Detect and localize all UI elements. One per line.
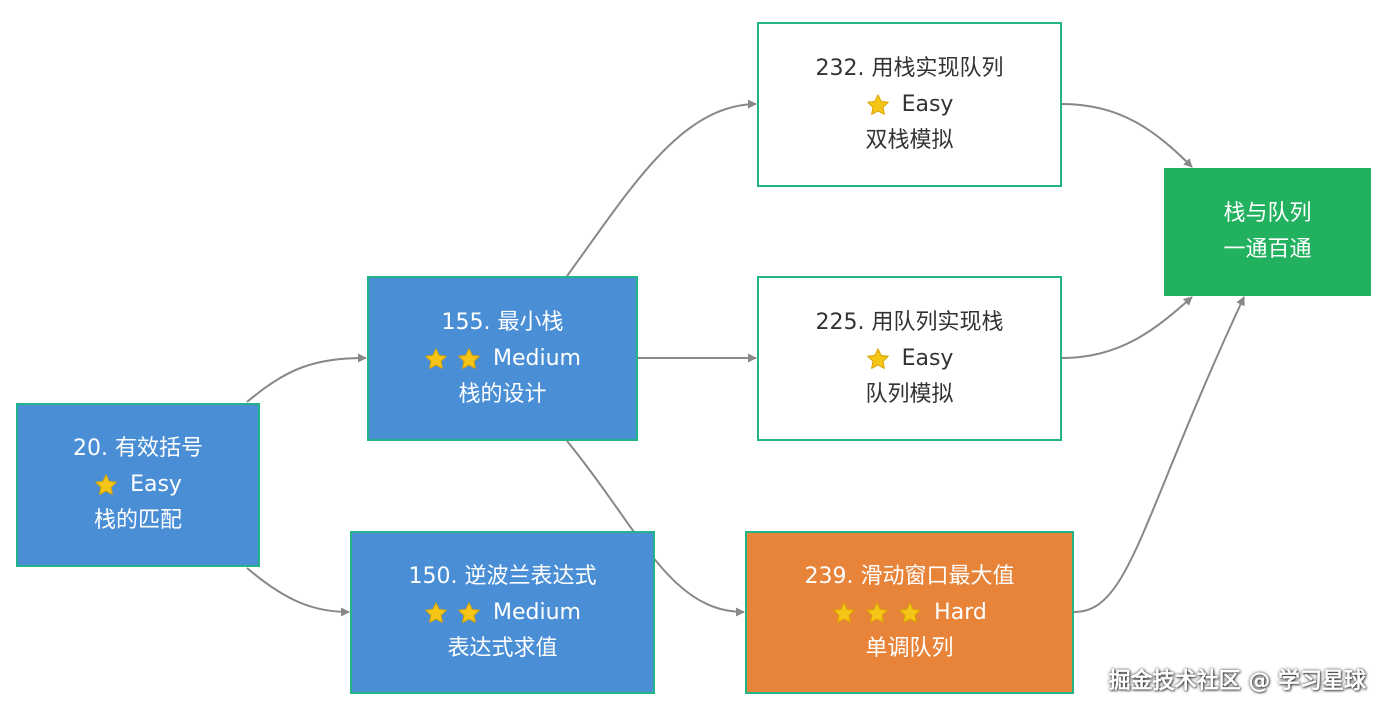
- edge-155-to-232: [566, 99, 757, 277]
- star-icon: [899, 601, 921, 623]
- star-icon: [95, 474, 117, 495]
- edge-225-to-goal: [1061, 296, 1193, 359]
- difficulty-row: Medium: [424, 595, 581, 631]
- edge-232-to-goal: [1061, 103, 1193, 168]
- difficulty-label: Medium: [493, 599, 581, 625]
- node-232-queue-via-stacks[interactable]: 232. 用栈实现队列 Easy 双栈模拟: [757, 22, 1062, 187]
- difficulty-row: Medium: [424, 341, 581, 377]
- node-155-min-stack[interactable]: 155. 最小栈 Medium 栈的设计: [367, 276, 638, 441]
- difficulty-row: Easy: [866, 87, 954, 123]
- star-icon: [866, 93, 889, 115]
- goal-line-2: 一通百通: [1223, 237, 1312, 262]
- watermark: 掘金技术社区 @ 学习星球: [1108, 669, 1366, 694]
- node-title: 232. 用栈实现队列: [815, 55, 1004, 81]
- star-icon: [833, 601, 855, 623]
- node-239-sliding-window-max[interactable]: 239. 滑动窗口最大值 Hard 单调队列: [745, 531, 1074, 694]
- node-title: 155. 最小栈: [441, 309, 564, 335]
- difficulty-label: Hard: [934, 599, 987, 625]
- node-goal-stack-and-queue[interactable]: 栈与队列 一通百通: [1164, 168, 1371, 296]
- star-rating: [866, 93, 890, 117]
- node-title: 150. 逆波兰表达式: [408, 563, 597, 589]
- node-topic: 队列模拟: [865, 381, 954, 407]
- difficulty-label: Easy: [901, 345, 954, 371]
- node-150-reverse-polish[interactable]: 150. 逆波兰表达式 Medium 表达式求值: [350, 531, 655, 694]
- star-icon: [425, 347, 447, 369]
- edge-239-to-goal: [1073, 296, 1245, 613]
- node-title: 239. 滑动窗口最大值: [804, 563, 1015, 589]
- difficulty-label: Medium: [493, 345, 581, 371]
- star-icon: [458, 601, 480, 623]
- star-icon: [425, 601, 447, 623]
- star-icon: [866, 347, 889, 369]
- star-icon: [866, 601, 888, 623]
- star-rating: [866, 347, 890, 371]
- node-topic: 单调队列: [865, 635, 954, 661]
- edge-155-to-239: [566, 440, 745, 617]
- star-rating: [832, 601, 922, 625]
- star-rating: [424, 601, 481, 625]
- difficulty-row: Easy: [94, 467, 182, 503]
- node-topic: 栈的设计: [458, 381, 547, 407]
- difficulty-row: Easy: [866, 341, 954, 377]
- difficulty-label: Easy: [130, 472, 182, 497]
- star-rating: [424, 347, 481, 371]
- edge-20-to-155: [246, 353, 367, 403]
- node-title: 225. 用队列实现栈: [815, 309, 1004, 335]
- node-20-valid-parentheses[interactable]: 20. 有效括号 Easy 栈的匹配: [16, 403, 260, 567]
- node-title: 20. 有效括号: [73, 436, 203, 461]
- star-icon: [458, 347, 480, 369]
- node-topic: 双栈模拟: [865, 127, 954, 153]
- difficulty-label: Easy: [901, 91, 954, 117]
- node-topic: 栈的匹配: [93, 508, 182, 533]
- node-topic: 表达式求值: [447, 635, 558, 661]
- star-rating: [94, 473, 118, 497]
- edge-20-to-150: [246, 567, 350, 617]
- difficulty-row: Hard: [832, 595, 987, 631]
- node-225-stack-via-queues[interactable]: 225. 用队列实现栈 Easy 队列模拟: [757, 276, 1062, 441]
- goal-line-1: 栈与队列: [1223, 201, 1312, 226]
